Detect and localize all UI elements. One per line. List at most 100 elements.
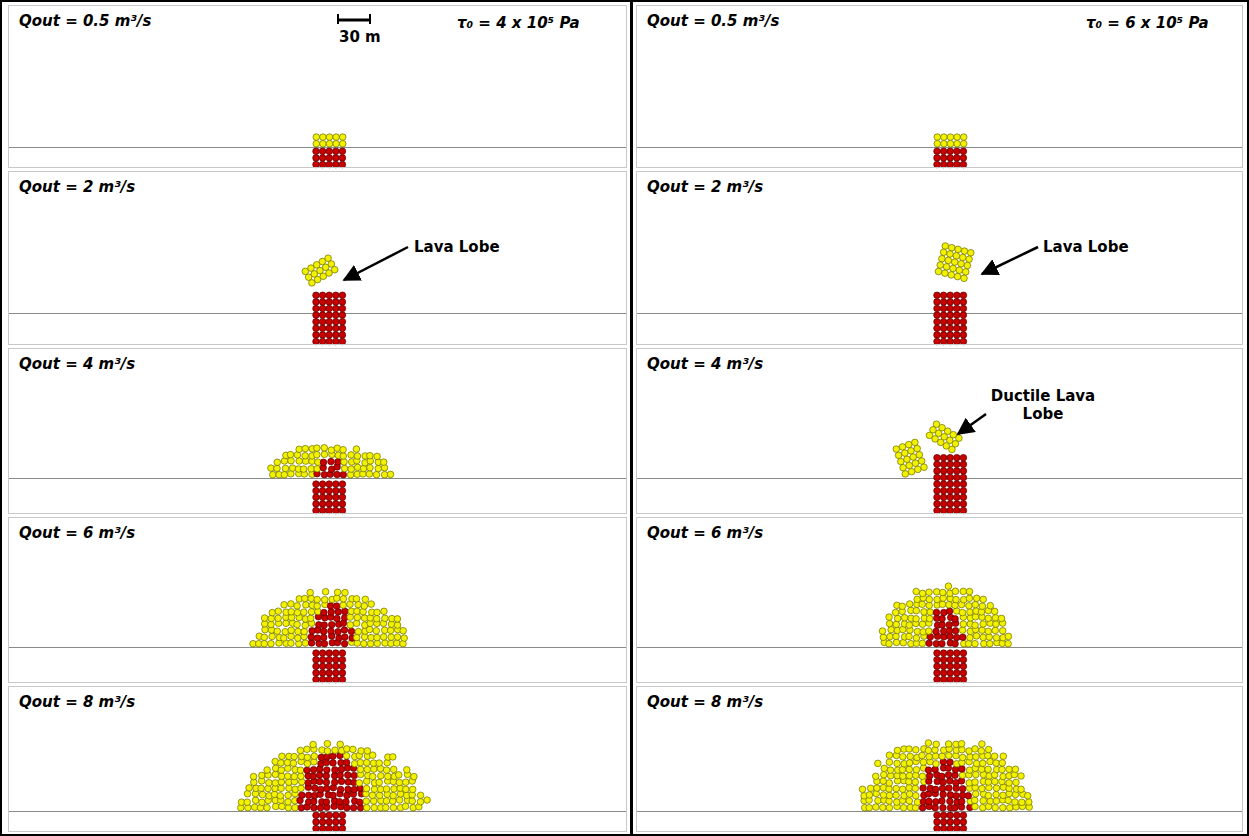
lava-particle-crust xyxy=(985,752,992,759)
lava-particle-core xyxy=(326,501,333,508)
lava-particle-core xyxy=(335,459,342,466)
lava-particle-crust xyxy=(967,609,974,616)
lava-particle-crust xyxy=(1007,804,1014,811)
lava-particle-core xyxy=(947,798,954,805)
lava-particle-core xyxy=(343,759,350,766)
lava-particle-core xyxy=(342,608,349,615)
lava-particle-core xyxy=(940,338,947,345)
lava-particle-core xyxy=(313,507,320,514)
lava-particle-crust xyxy=(947,134,954,141)
lava-particle-crust xyxy=(331,266,338,273)
lava-particle-core xyxy=(313,481,320,488)
lava-particle-crust xyxy=(941,140,948,147)
lava-particle-crust xyxy=(887,767,894,774)
lava-particle-crust xyxy=(893,639,900,646)
lava-particle-core xyxy=(333,825,340,832)
lava-particle-core xyxy=(952,616,959,623)
lava-particle-crust xyxy=(417,792,424,799)
lava-particle-crust xyxy=(298,773,305,780)
lava-particle-crust xyxy=(308,466,315,473)
lava-particle-core xyxy=(339,494,346,501)
lava-particle-core xyxy=(313,676,320,683)
lava-particle-crust xyxy=(394,634,401,641)
lava-particle-crust xyxy=(886,620,893,627)
lava-particle-crust xyxy=(967,634,974,641)
lava-particle-crust xyxy=(993,760,1000,767)
lava-particle-crust xyxy=(933,761,940,768)
lava-particle-core xyxy=(954,332,961,339)
lava-particle-crust xyxy=(307,589,314,596)
lava-particle-crust xyxy=(899,786,906,793)
lava-particle-core xyxy=(934,161,941,168)
lava-particle-crust xyxy=(958,740,965,747)
lava-particle-crust xyxy=(288,633,295,640)
lava-particle-core xyxy=(338,778,345,785)
lava-particle-crust xyxy=(334,589,341,596)
lava-particle-core xyxy=(954,676,961,683)
lava-particle-core xyxy=(934,825,941,832)
lava-particle-crust xyxy=(913,588,920,595)
lava-particle-crust xyxy=(378,773,385,780)
lava-particle-crust xyxy=(291,773,298,780)
lava-particle-core xyxy=(326,332,333,339)
lava-particle-crust xyxy=(942,243,949,250)
lava-particle-crust xyxy=(320,134,327,141)
lava-particle-core xyxy=(920,785,927,792)
lava-particle-crust xyxy=(313,134,320,141)
lava-particle-core xyxy=(333,603,340,610)
lava-particle-crust xyxy=(966,256,973,263)
simulation-panel: Qout = 2 m³/sLava Lobe xyxy=(636,171,1243,345)
lava-particle-crust xyxy=(973,633,980,640)
lava-particle-core xyxy=(319,299,326,306)
lava-particle-crust xyxy=(274,628,281,635)
lava-particle-crust xyxy=(993,785,1000,792)
lava-particle-crust xyxy=(367,464,374,471)
lava-particle-core xyxy=(320,628,327,635)
lava-particle-core xyxy=(947,825,954,832)
lava-particle-crust xyxy=(906,798,913,805)
lava-particle-crust xyxy=(348,466,355,473)
lava-particle-core xyxy=(954,148,961,155)
lava-particle-core xyxy=(313,656,320,663)
lava-particle-crust xyxy=(296,458,303,465)
simulation-panel: Qout = 6 m³/s xyxy=(636,517,1243,683)
lava-particle-core xyxy=(940,305,947,312)
lava-particle-crust xyxy=(973,771,980,778)
lava-particle-crust xyxy=(333,134,340,141)
lava-particle-core xyxy=(965,792,972,799)
lava-particle-core xyxy=(313,161,320,168)
lava-particle-crust xyxy=(913,747,920,754)
lava-particle-crust xyxy=(895,452,902,459)
lava-particle-core xyxy=(339,161,346,168)
lava-particle-core xyxy=(940,481,947,488)
lava-particle-core xyxy=(333,650,340,657)
lava-particle-crust xyxy=(396,797,403,804)
lava-particle-crust xyxy=(913,607,920,614)
lava-particle-core xyxy=(934,332,941,339)
lava-particle-crust xyxy=(363,798,370,805)
lava-particle-crust xyxy=(396,772,403,779)
lava-particle-core xyxy=(960,325,967,332)
lava-particle-core xyxy=(345,772,352,779)
lava-particle-crust xyxy=(288,457,295,464)
lava-particle-core xyxy=(313,338,320,345)
lava-particle-crust xyxy=(387,471,394,478)
lava-particle-crust xyxy=(906,778,913,785)
lava-particle-core xyxy=(326,481,333,488)
lava-particle-core xyxy=(960,461,967,468)
lava-particle-crust xyxy=(966,603,973,610)
lava-particle-crust xyxy=(246,785,253,792)
lava-particle-crust xyxy=(382,615,389,622)
lava-particle-core xyxy=(940,507,947,514)
simulation-panel: Qout = 2 m³/sLava Lobe xyxy=(8,171,627,345)
lava-particle-core xyxy=(940,650,947,657)
lava-particle-crust xyxy=(358,748,365,755)
lava-particle-crust xyxy=(326,134,333,141)
lava-particle-core xyxy=(336,798,343,805)
lava-particle-crust xyxy=(920,759,927,766)
lava-particle-core xyxy=(954,663,961,670)
lava-particle-core xyxy=(940,161,947,168)
lava-particle-crust xyxy=(394,640,401,647)
lava-particle-core xyxy=(940,663,947,670)
lava-particle-core xyxy=(954,670,961,677)
